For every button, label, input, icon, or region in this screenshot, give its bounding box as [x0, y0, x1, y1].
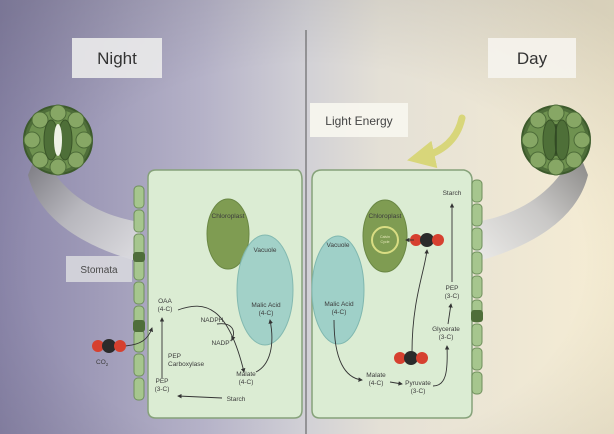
pep-carboxylase-label-2: Carboxylase [168, 361, 205, 368]
pyruvate-c: (3-C) [411, 388, 426, 395]
co2-label: CO2 [96, 359, 109, 367]
day-malic-acid-c: (4-C) [332, 309, 347, 316]
night-malic-acid-c: (4-C) [259, 310, 274, 317]
stomata-label: Stomata [80, 265, 118, 276]
glycerate-c: (3-C) [439, 334, 454, 341]
nadph-label: NADPH [201, 317, 224, 324]
day-vacuole [311, 235, 365, 345]
day-pep-label: PEP [445, 285, 458, 292]
day-epidermis [471, 179, 483, 395]
stomata-callout: Stomata [66, 256, 132, 282]
day-malic-acid-label: Malic Acid [324, 301, 354, 308]
night-pep-c: (3-C) [155, 386, 170, 393]
night-label: Night [97, 49, 137, 68]
day-malate-label: Malate [366, 372, 386, 379]
glycerate-label: Glycerate [432, 326, 460, 333]
calvin-cycle-label-2: Cycle [381, 240, 390, 244]
right-zoom-tube [475, 145, 588, 262]
light-energy-label: Light Energy [325, 114, 392, 128]
night-stoma-pore-2 [133, 320, 145, 332]
stoma-open-icon [23, 104, 93, 176]
day-cell [311, 169, 473, 419]
pep-carboxylase-label-1: PEP [168, 353, 181, 360]
day-vacuole-label: Vacuole [326, 242, 349, 249]
day-chloroplast [362, 199, 408, 273]
oaa-c: (4-C) [158, 306, 173, 313]
day-pathway-arrows [333, 203, 455, 387]
night-starch-label: Starch [227, 396, 246, 403]
night-vacuole [236, 234, 294, 346]
night-chloroplast-label: Chloroplast [212, 213, 245, 220]
night-pathway-arrows [123, 305, 273, 399]
night-header: Night [72, 38, 162, 78]
oaa-label: OAA [158, 298, 172, 305]
light-energy-arrow [407, 114, 466, 169]
calvin-cycle-label-1: Calvin [380, 235, 390, 239]
night-malic-acid-label: Malic Acid [251, 302, 281, 309]
day-malate-c: (4-C) [369, 380, 384, 387]
left-zoom-tube [28, 145, 140, 262]
calvin-cycle-ring [371, 226, 399, 254]
nadp-label: NADP+ [212, 338, 233, 347]
stoma-closed-icon [521, 104, 591, 176]
day-co2-released-icon [394, 351, 428, 365]
day-starch-label: Starch [443, 190, 462, 197]
night-vacuole-label: Vacuole [253, 247, 276, 254]
day-label: Day [517, 49, 548, 68]
night-malate-c: (4-C) [239, 379, 254, 386]
night-cell [147, 169, 303, 419]
day-chloroplast-label: Chloroplast [369, 213, 402, 220]
night-epidermis [133, 185, 145, 401]
day-header: Day [488, 38, 576, 78]
day-stoma-pore [471, 310, 483, 322]
day-co2-molecule-icon [410, 233, 444, 247]
light-energy-callout: Light Energy [310, 103, 408, 137]
night-pep-label: PEP [155, 378, 168, 385]
night-malate-label: Malate [236, 371, 256, 378]
night-chloroplast [206, 198, 250, 270]
pyruvate-label: Pyruvate [405, 380, 431, 387]
night-co2-molecule-icon [92, 339, 126, 353]
day-pep-c: (3-C) [445, 293, 460, 300]
night-stoma-pore [133, 252, 145, 262]
